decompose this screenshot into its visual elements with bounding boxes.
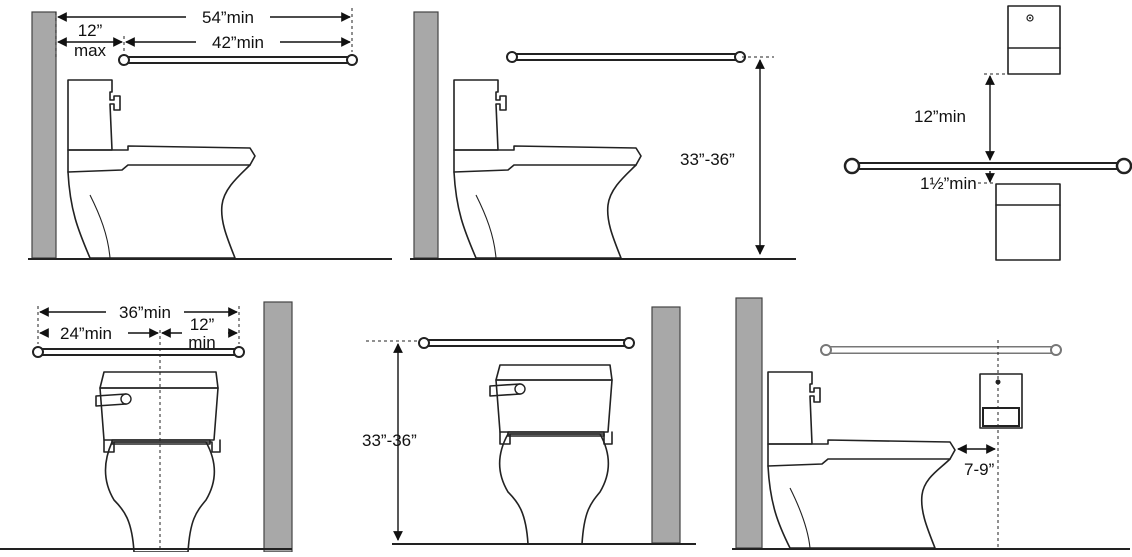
dim-24-min: 24”min <box>60 324 112 343</box>
dim-12-min-top: 12” <box>190 315 215 334</box>
paper-dispenser-top <box>1007 5 1061 75</box>
panel-dispenser: 7-9” <box>732 297 1130 550</box>
dim-54-min: 54”min <box>202 8 254 27</box>
toilet-front-view <box>95 371 221 553</box>
grab-bar <box>118 54 358 66</box>
side-wall <box>651 306 681 544</box>
grab-bar <box>506 51 746 63</box>
object-below <box>995 183 1061 261</box>
panel-clearance: 12”min 1½”min <box>843 5 1132 261</box>
grab-bar-behind <box>820 344 1062 356</box>
side-wall <box>413 11 439 259</box>
panel-side-horizontal: 54”min 12” max 42”min <box>28 8 392 260</box>
grab-bar <box>32 346 245 358</box>
toilet-front-view <box>489 364 613 545</box>
dim-12-min-bottom: min <box>188 333 215 352</box>
dim-1-5-min: 1½”min <box>920 174 977 193</box>
grab-bar <box>418 337 635 349</box>
dim-42-min: 42”min <box>212 33 264 52</box>
toilet-side-view <box>767 371 956 549</box>
dim-7-9: 7-9” <box>964 460 995 479</box>
dim-12-min: 12”min <box>914 107 966 126</box>
toilet-paper-dispenser <box>979 373 1023 429</box>
dim-12-max-top: 12” <box>78 21 103 40</box>
dim-12-max-bottom: max <box>74 41 107 60</box>
side-wall <box>735 297 763 549</box>
panel-rear-height: 33”-36” <box>362 306 696 545</box>
grab-bar-front <box>843 157 1132 175</box>
side-wall <box>31 11 57 259</box>
toilet-side-view <box>453 79 642 259</box>
dim-33-36: 33”-36” <box>680 150 735 169</box>
toilet-side-view <box>67 79 256 259</box>
dim-36-min: 36”min <box>119 303 171 322</box>
panel-side-height: 33”-36” <box>410 11 796 260</box>
dim-33-36: 33”-36” <box>362 431 417 450</box>
panel-rear-horizontal: 36”min 24”min 12” min <box>0 301 293 553</box>
side-wall <box>263 301 293 553</box>
